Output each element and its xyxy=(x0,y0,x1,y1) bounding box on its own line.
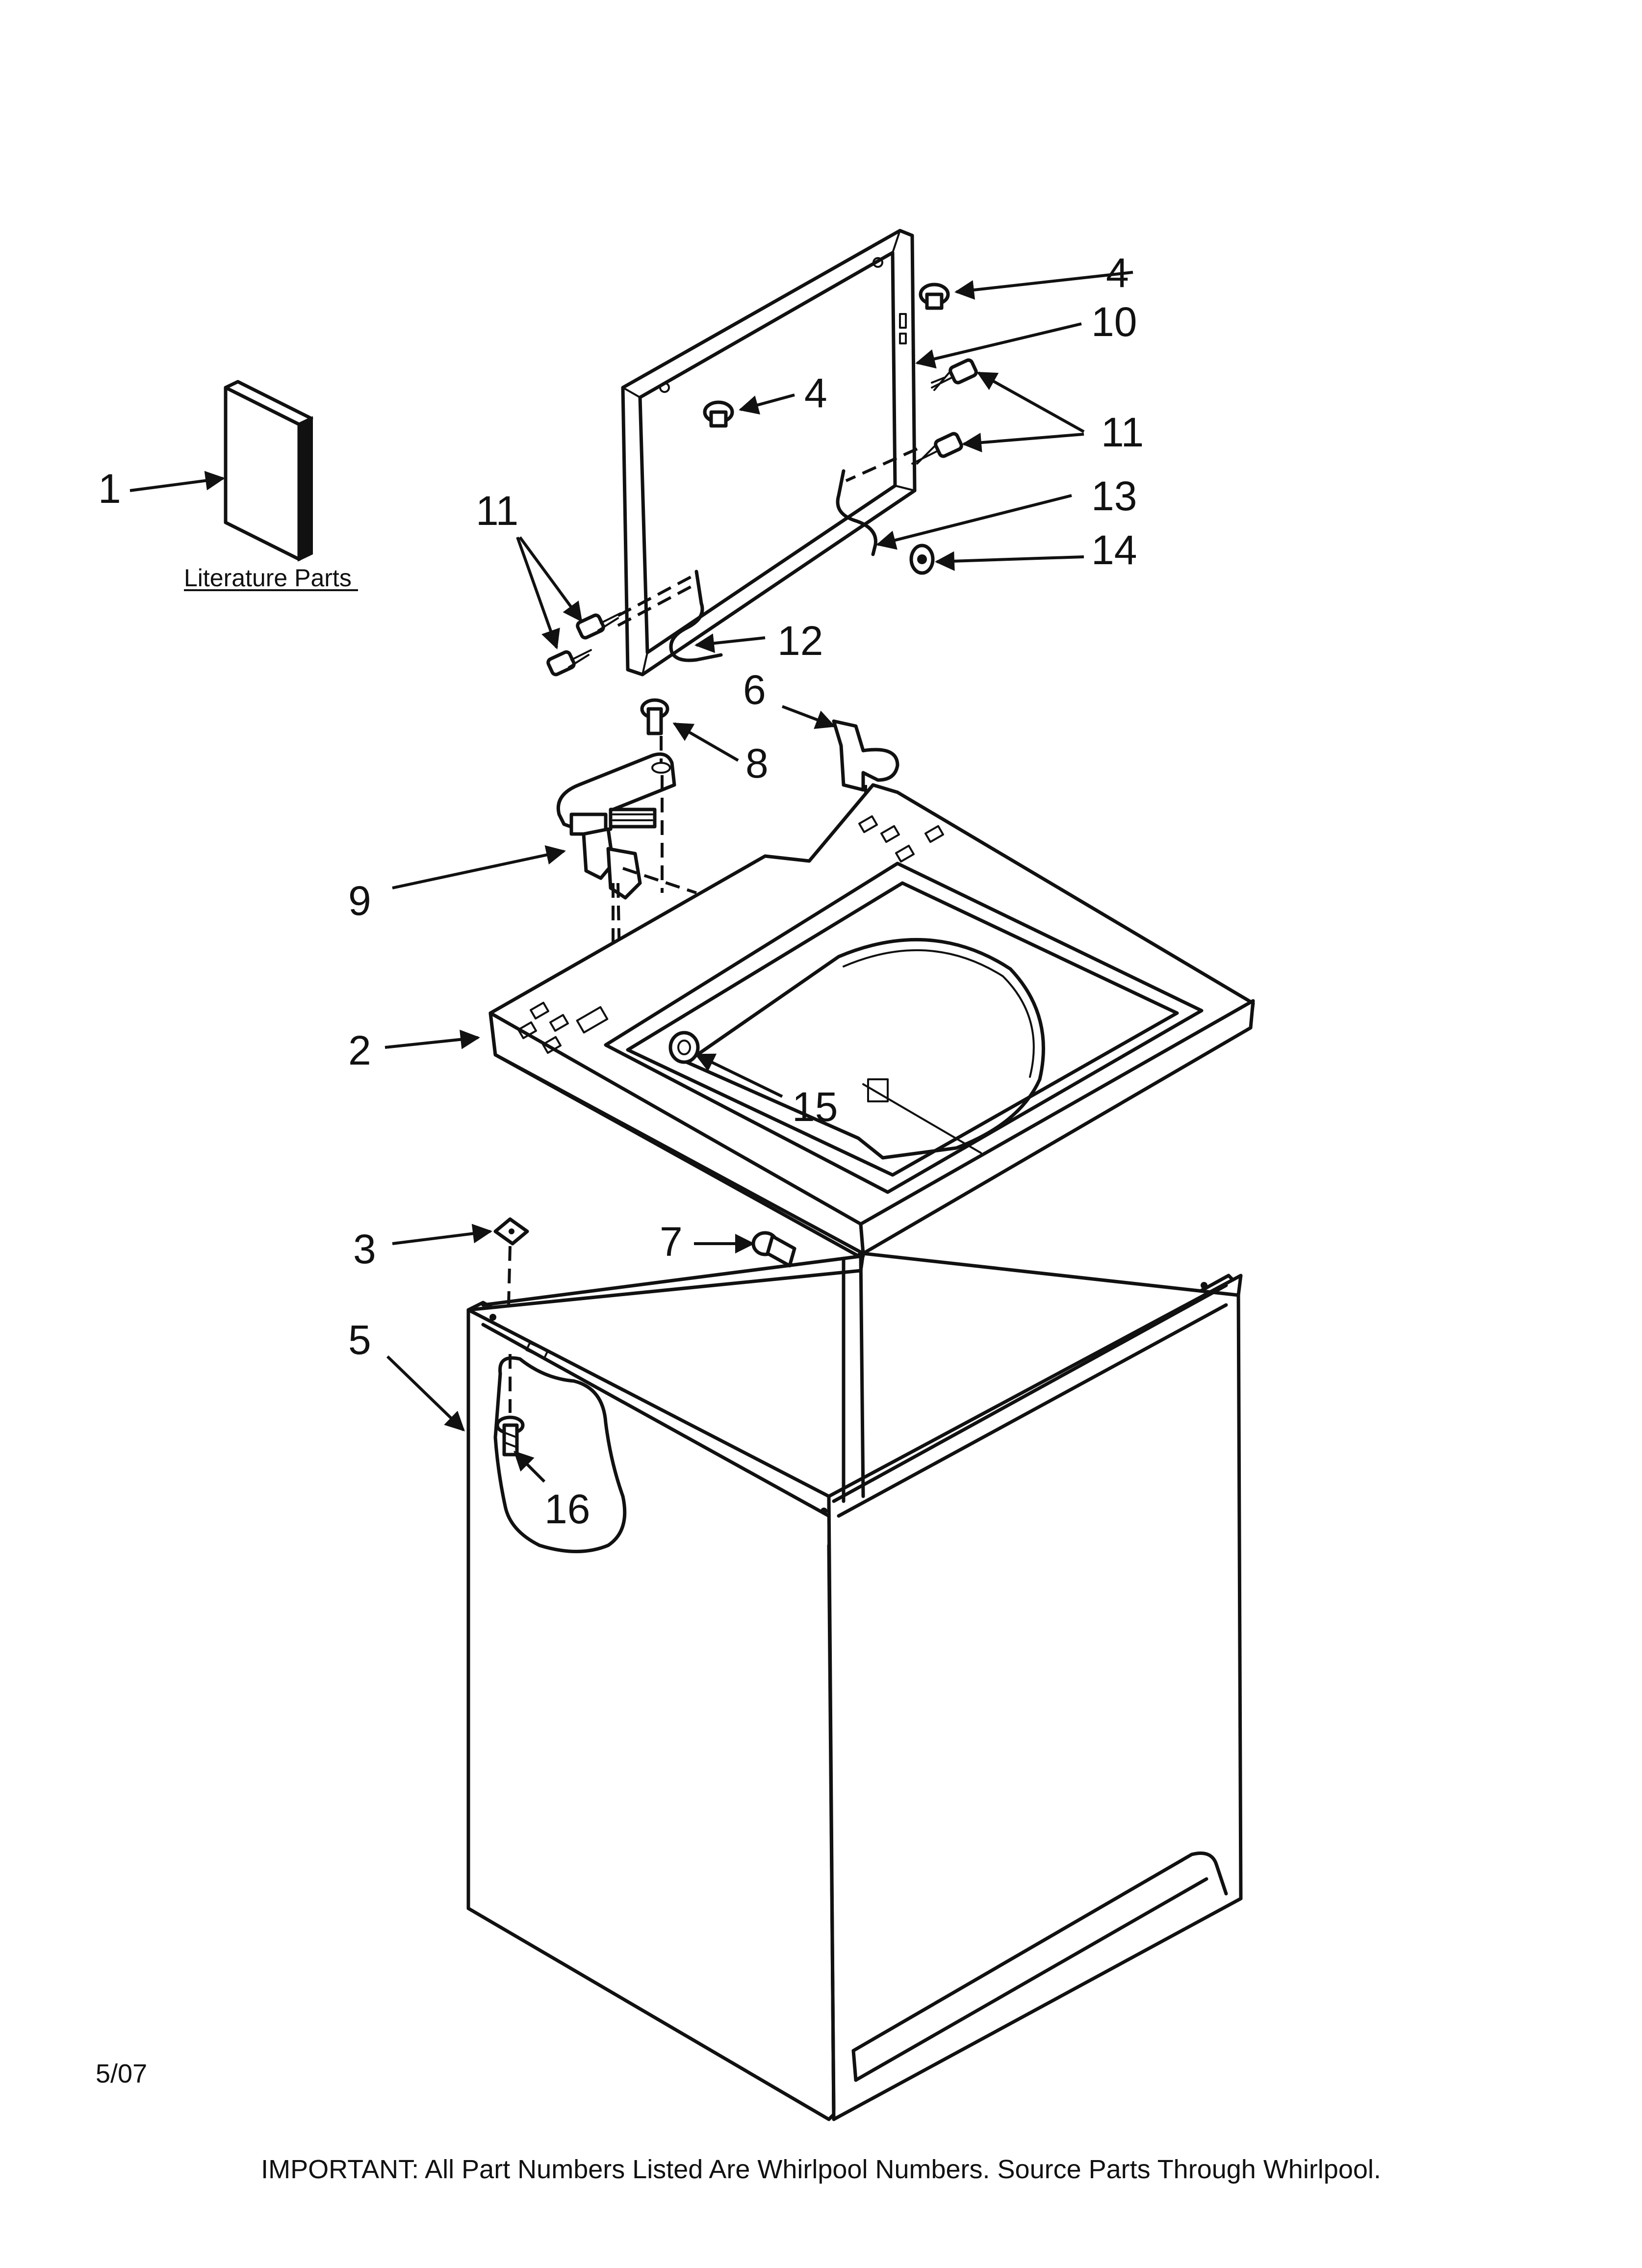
hinge-screw-right-1 xyxy=(931,358,978,391)
callout-3: 3 xyxy=(353,1226,376,1272)
hinge-screw-left-2 xyxy=(546,649,592,677)
callout-4-upper: 4 xyxy=(1106,250,1129,296)
callout-9: 9 xyxy=(348,878,371,924)
callout-2: 2 xyxy=(348,1027,371,1073)
callout-11-right: 11 xyxy=(1101,409,1144,455)
callout-10: 10 xyxy=(1091,299,1137,345)
lid-stop xyxy=(909,544,935,575)
leader-lines xyxy=(129,271,1133,1483)
literature-booklet xyxy=(224,380,313,562)
lid-panel xyxy=(621,229,917,677)
callout-11-left: 11 xyxy=(476,488,518,534)
top-panel xyxy=(488,783,1255,1258)
lid-switch xyxy=(556,752,676,900)
callout-6: 6 xyxy=(743,667,766,713)
callout-13: 13 xyxy=(1091,473,1137,519)
callout-14: 14 xyxy=(1091,527,1137,573)
date-code: 5/07 xyxy=(96,2059,147,2088)
callout-16: 16 xyxy=(544,1486,590,1532)
hinge-rod-right xyxy=(836,469,877,556)
cabinet-screw xyxy=(495,1415,525,1457)
hinge-screw-right-2 xyxy=(911,432,963,465)
callout-15: 15 xyxy=(792,1084,838,1130)
callout-1: 1 xyxy=(98,466,121,512)
literature-parts-label: Literature Parts xyxy=(184,564,352,592)
callout-5: 5 xyxy=(348,1317,371,1363)
hinge-rod-left xyxy=(669,570,723,662)
callout-4-lower: 4 xyxy=(804,370,827,416)
top-panel-screw xyxy=(751,1231,796,1268)
wire-clip xyxy=(832,719,899,792)
footer-note: IMPORTANT: All Part Numbers Listed Are W… xyxy=(261,2155,1381,2184)
cabinet xyxy=(466,1251,1243,2121)
fill-nozzle xyxy=(668,1031,700,1064)
lid-bumper-lower xyxy=(703,400,734,428)
lid-bumper-upper xyxy=(919,283,950,310)
panel-clip xyxy=(493,1217,529,1246)
callout-7: 7 xyxy=(660,1219,683,1265)
callout-12: 12 xyxy=(777,618,823,664)
lid-switch-screw xyxy=(640,698,671,774)
callout-8: 8 xyxy=(745,740,769,786)
hinge-screw-left-1 xyxy=(576,612,621,640)
